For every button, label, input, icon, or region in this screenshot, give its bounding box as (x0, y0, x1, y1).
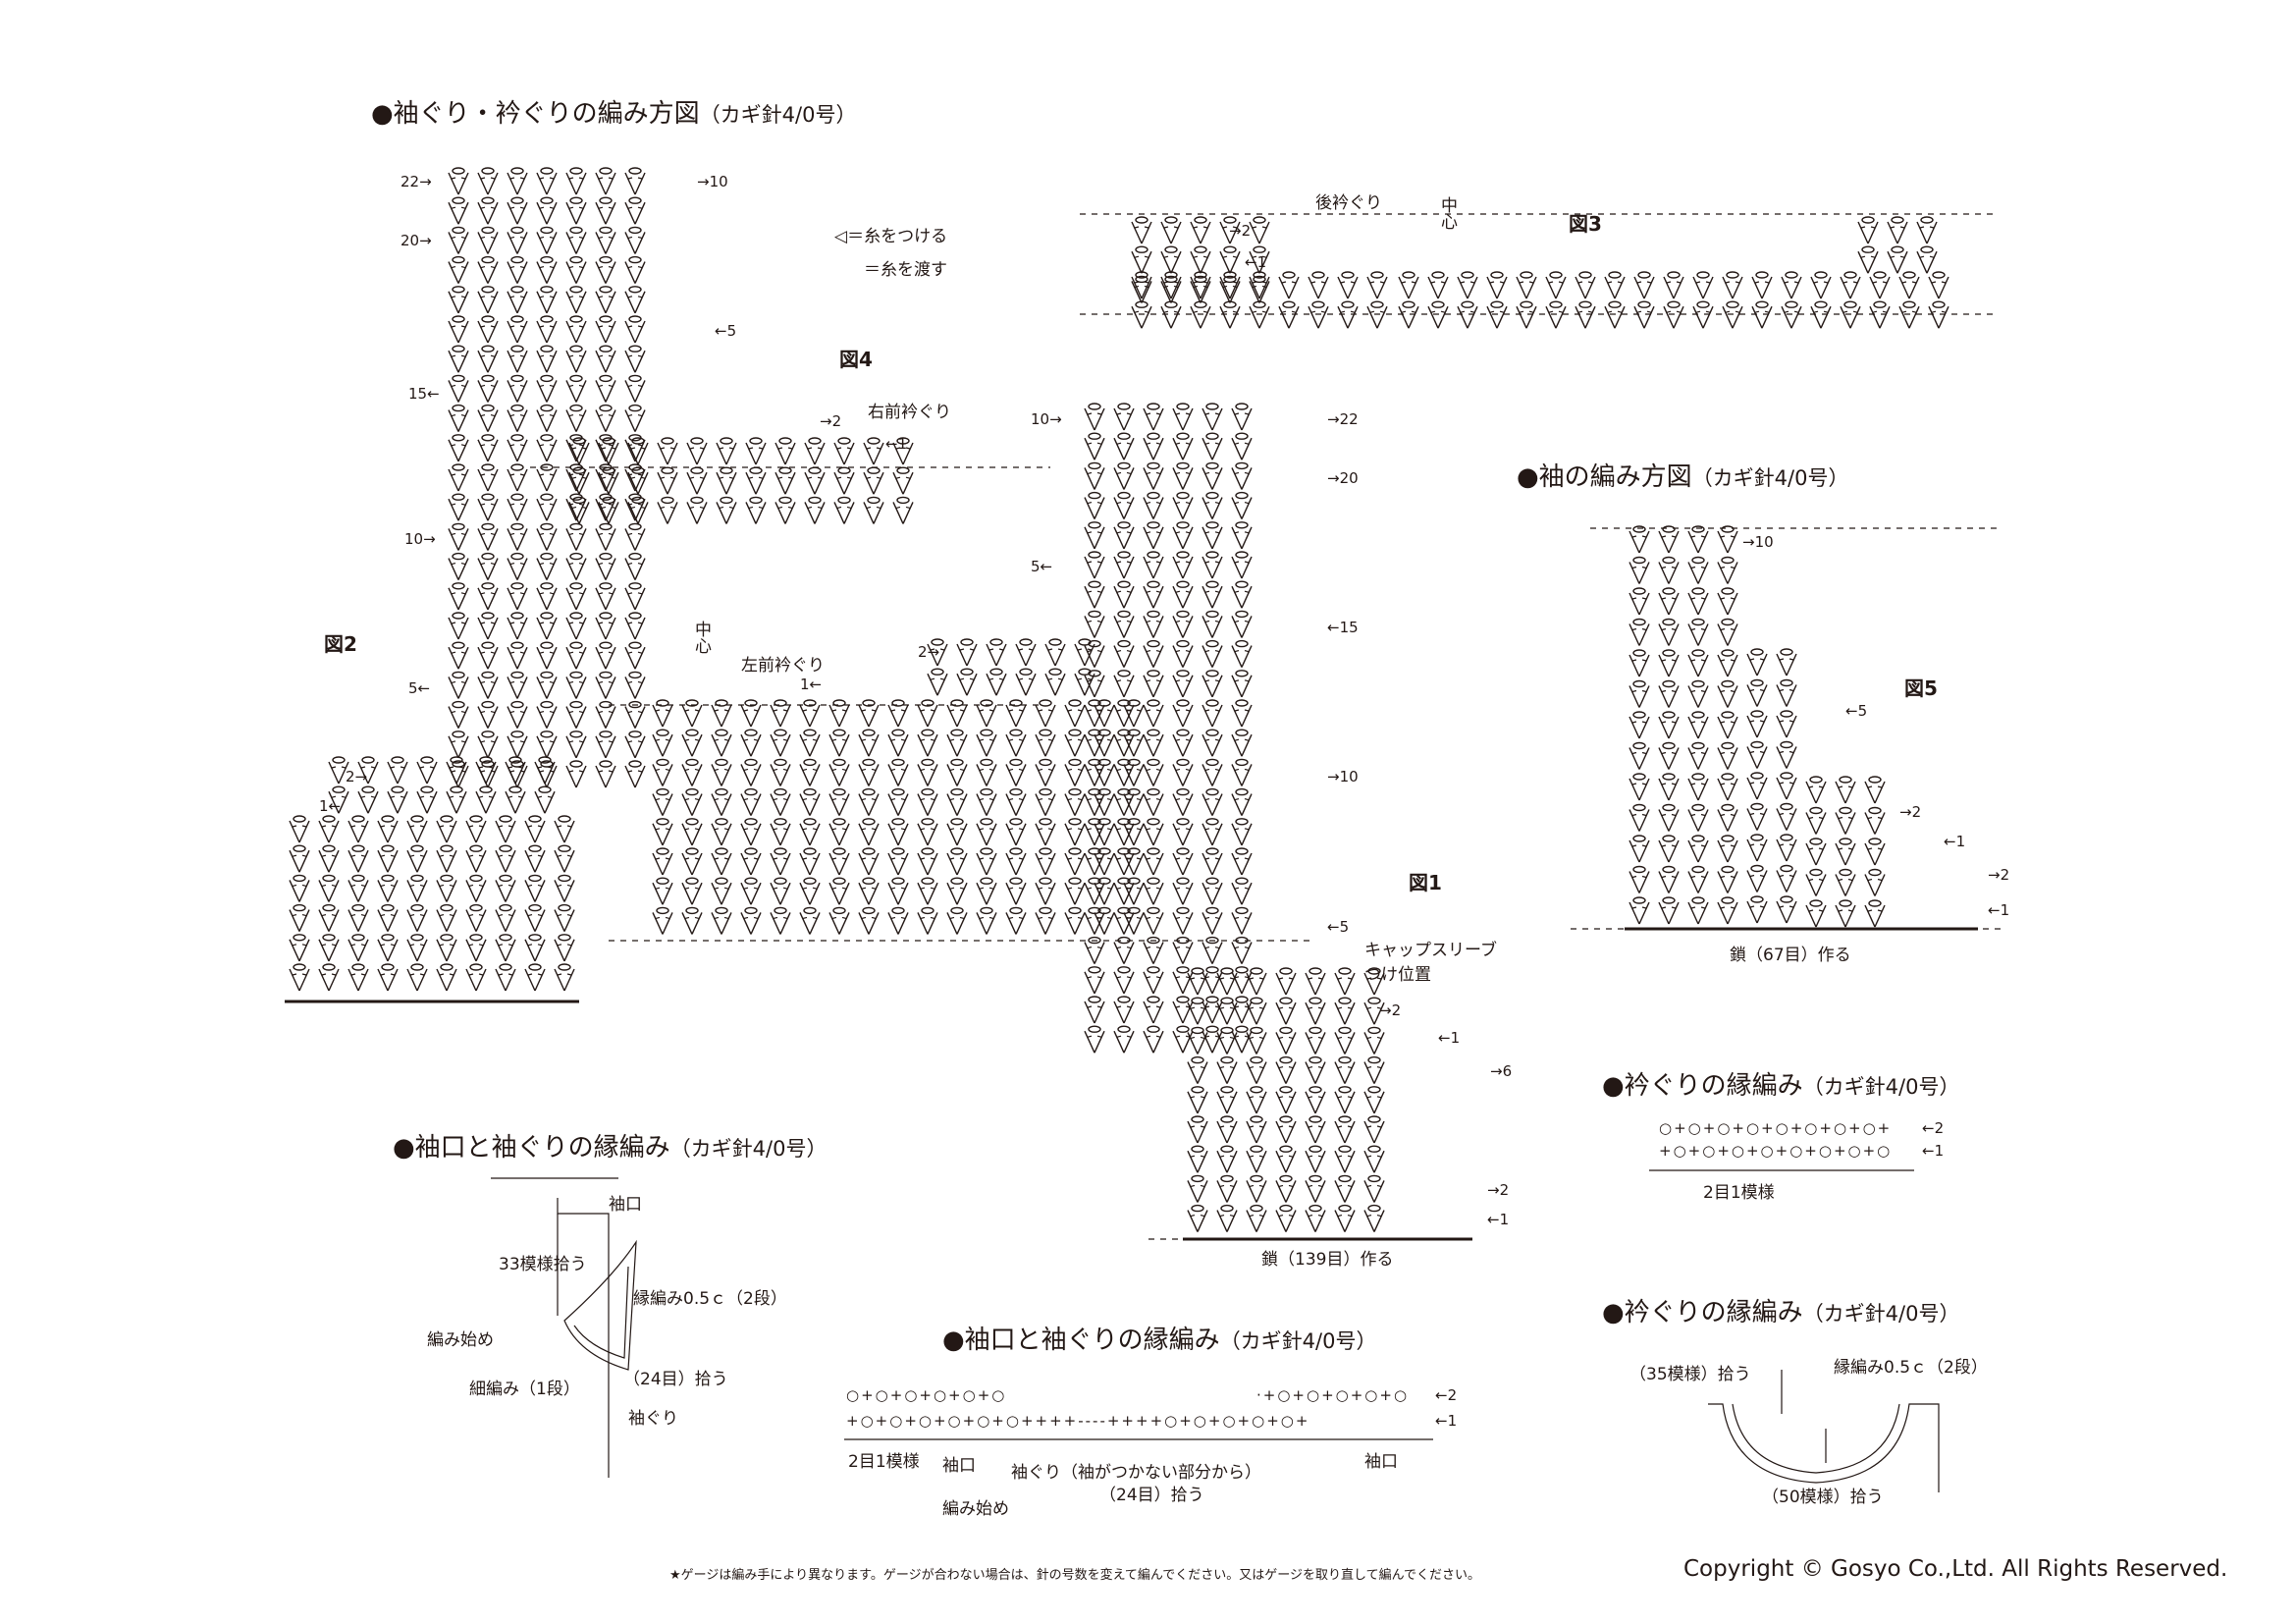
figure-2-label: 図2 (324, 632, 357, 656)
title-cuff-edging-2: ●袖口と袖ぐりの縁編み（カギ針4/0号） (942, 1326, 1377, 1355)
row-num: →2 (1899, 803, 1922, 821)
row-num: 20→ (400, 232, 432, 249)
figure-3-label: 図3 (1569, 212, 1602, 236)
armhole-label: 袖ぐり (628, 1409, 678, 1429)
cuff-edging-row-2-left: ○+○+○+○+○+○ (846, 1386, 1007, 1404)
row-num: 5← (408, 679, 431, 697)
row-num: →10 (697, 173, 728, 190)
edge-05-label: 縁編み0.5ｃ（2段） (633, 1289, 787, 1309)
row-num: ←1 (1988, 901, 2010, 919)
row-num: →2 (820, 412, 842, 430)
row-num: →2 (1988, 866, 2010, 884)
row-num: ←1 (1435, 1412, 1458, 1430)
back-neck-label: 後衿ぐり (1315, 193, 1382, 213)
title-armhole-neck: ●袖ぐり・衿ぐりの編み方図（カギ針4/0号） (371, 99, 857, 129)
sc-1row-label: 細編み（1段） (469, 1380, 580, 1399)
title-cuff-edging-1: ●袖口と袖ぐりの縁編み（カギ針4/0号） (393, 1133, 828, 1163)
edge-05-label-b: 縁編み0.5ｃ（2段） (1834, 1358, 1988, 1378)
row-num: 1← (319, 797, 342, 815)
cap-sleeve-label: キャップスリーブ (1364, 941, 1497, 960)
row-num: →22 (1327, 410, 1359, 428)
cuff-label: 袖口 (609, 1195, 642, 1215)
row-num: →10 (1327, 768, 1359, 785)
row-num: →2 (1229, 222, 1252, 240)
row-num: 10→ (1031, 410, 1062, 428)
row-num: 15← (408, 385, 440, 403)
row-num: 1← (800, 676, 823, 693)
row-num: ←5 (1845, 702, 1868, 720)
figure-4-label: 図4 (839, 348, 873, 371)
row-num: ←1 (1245, 253, 1267, 271)
pick-35-label: （35模様）拾う (1629, 1365, 1751, 1384)
chain-67-label: 鎖（67目）作る (1730, 946, 1851, 965)
row-num: 10→ (404, 530, 436, 548)
row-num: →2 (1487, 1181, 1510, 1199)
left-front-neck-label: 左前衿ぐり (741, 656, 825, 676)
cap-sleeve-pos-label: つけ位置 (1364, 965, 1431, 985)
cuff-pick-label: 33模様拾う (499, 1255, 587, 1274)
figure-5-label: 図5 (1904, 677, 1938, 700)
copyright: Copyright © Gosyo Co.,Ltd. All Rights Re… (1683, 1556, 2228, 1582)
row-num: 2→ (918, 643, 940, 661)
neck-edging-row-2: ○+○+○+○+○+○+○+○+ (1659, 1119, 1893, 1137)
row-num: ←1 (1438, 1029, 1461, 1047)
start-label: 編み始め (427, 1330, 494, 1350)
row-num: ←5 (715, 322, 737, 340)
row-num: ←2 (1922, 1119, 1945, 1137)
pick-24-label: （24目）拾う (623, 1370, 728, 1389)
row-num: ←5 (1327, 918, 1350, 936)
row-num: 2→ (346, 768, 368, 785)
row-num: ←1 (1487, 1211, 1510, 1228)
row-num: ←1 (885, 435, 908, 453)
title-sleeve: ●袖の編み方図（カギ針4/0号） (1517, 462, 1849, 492)
legend-attach-yarn: ◁＝糸をつける (834, 227, 948, 246)
row-num: ←2 (1435, 1386, 1458, 1404)
title-neck-edging-1: ●衿ぐりの縁編み（カギ針4/0号） (1602, 1071, 1960, 1101)
center-label-front: 中心 (691, 621, 711, 654)
cuff-label-c: 袖口 (1364, 1452, 1398, 1472)
pattern-2-1-label-b: 2目1模様 (848, 1452, 920, 1472)
legend-carry-yarn: ＝糸を渡す (864, 260, 947, 280)
guide-lines (285, 213, 2002, 1492)
row-num: ←15 (1327, 619, 1359, 636)
armhole-no-sleeve-label: 袖ぐり（袖がつかない部分から） (1011, 1463, 1261, 1483)
pick-24-label-b: （24目）拾う (1099, 1486, 1204, 1505)
pick-50-label: （50模様）拾う (1762, 1488, 1884, 1507)
right-front-neck-label: 右前衿ぐり (868, 403, 951, 422)
row-num: 5← (1031, 558, 1053, 575)
title-neck-edging-2: ●衿ぐりの縁編み（カギ針4/0号） (1602, 1298, 1960, 1327)
cuff-edging-row-1: +○+○+○+○+○+○++++----++++○+○+○+○+○+ (846, 1412, 1310, 1430)
row-num: →2 (1379, 1001, 1402, 1019)
gauge-note: ★ゲージは編み手により異なります。ゲージが合わない場合は、針の号数を変えて編んで… (669, 1568, 1480, 1583)
row-num: ←1 (1944, 833, 1966, 850)
row-num: →20 (1327, 469, 1359, 487)
row-num: ←1 (1922, 1142, 1945, 1160)
center-label-back: 中心 (1437, 196, 1457, 230)
row-num: →10 (1742, 533, 1774, 551)
neck-edging-row-1: +○+○+○+○+○+○+○+○ (1659, 1142, 1893, 1160)
start-label-b: 編み始め (942, 1499, 1009, 1519)
pattern-2-1-label: 2目1模様 (1703, 1183, 1775, 1203)
cuff-label-b: 袖口 (942, 1456, 976, 1476)
cuff-edging-row-2-right: ·+○+○+○+○+○ (1256, 1386, 1410, 1404)
row-num: 22→ (400, 173, 432, 190)
row-num: →6 (1490, 1062, 1513, 1080)
chain-139-label: 鎖（139目）作る (1261, 1250, 1394, 1270)
figure-1-label: 図1 (1409, 871, 1442, 894)
